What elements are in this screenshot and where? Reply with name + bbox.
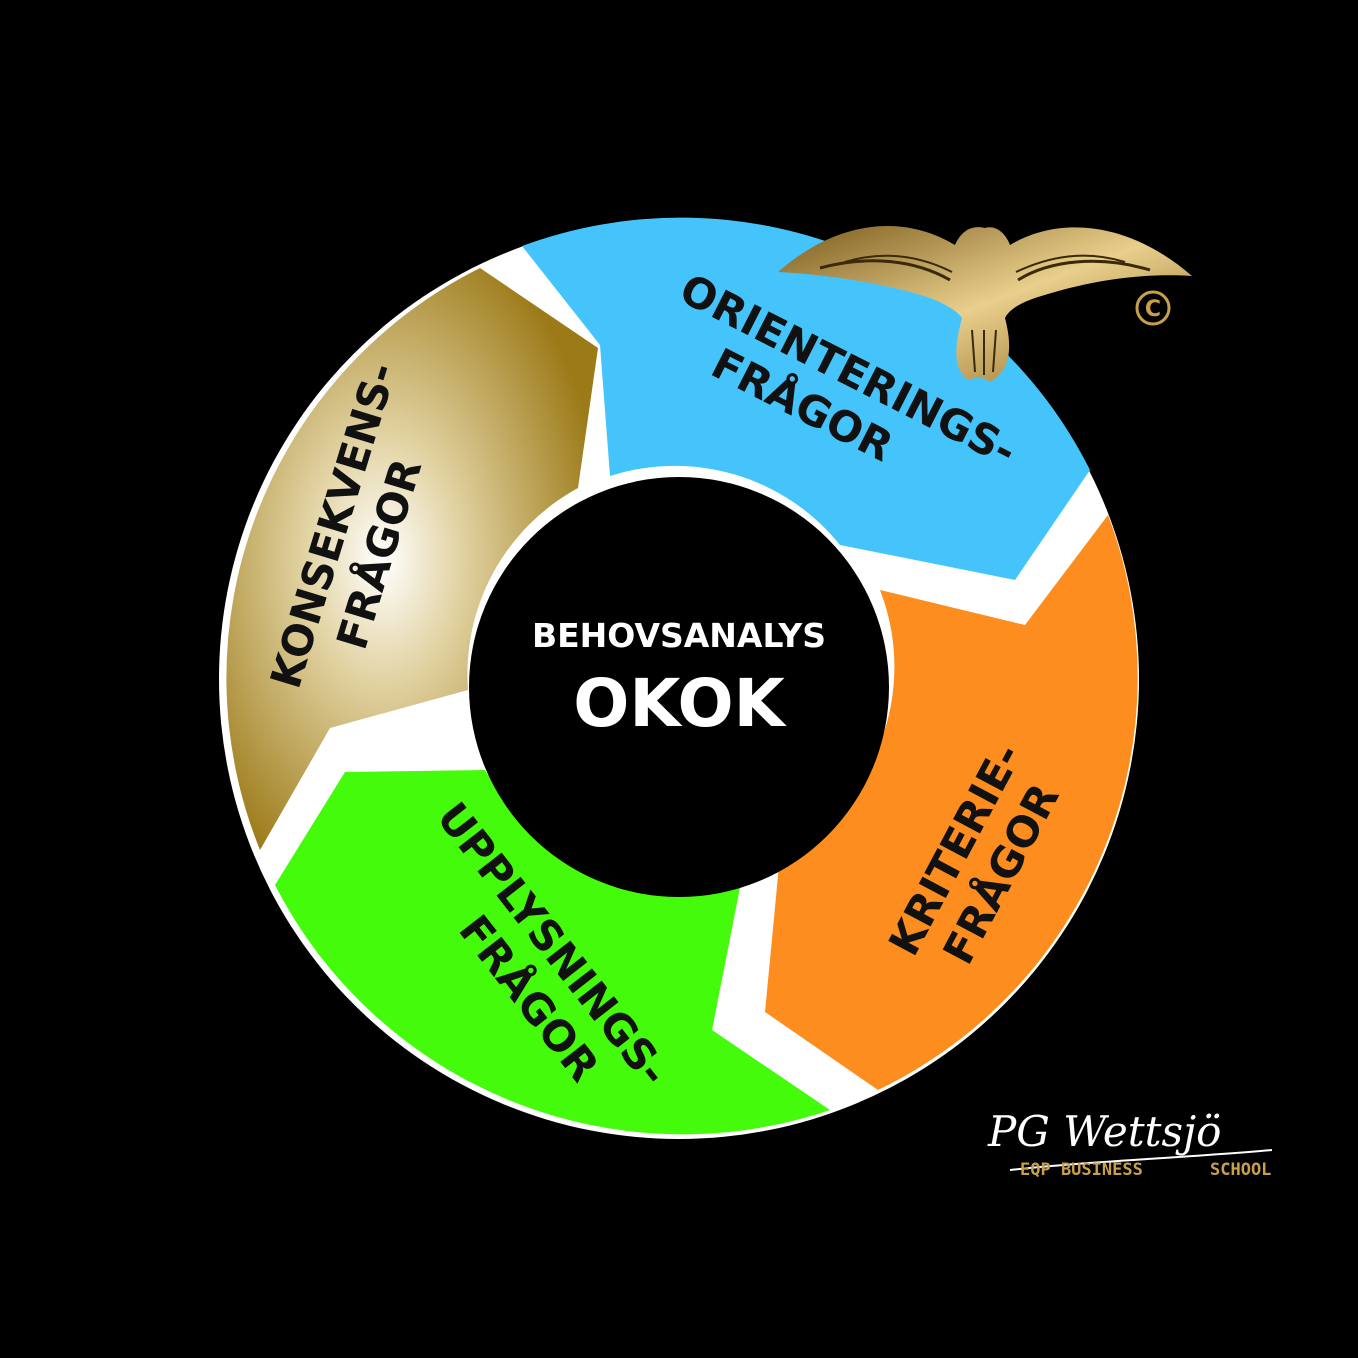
- segment-kriterie: [765, 515, 1138, 1090]
- segment-orientering: [522, 217, 1090, 581]
- logo-school-right: SCHOOL: [1210, 1160, 1271, 1180]
- copyright-icon: C: [1135, 290, 1171, 326]
- eagle-icon: [778, 225, 1192, 382]
- logo-school-left: EQP BUSINESS: [1020, 1160, 1143, 1180]
- segment-upplysning: [275, 770, 830, 1135]
- brand-logo: PG Wettsjö EQP BUSINESS SCHOOL: [987, 1107, 1273, 1180]
- center-subtitle: BEHOVSANALYS: [532, 616, 826, 655]
- segment-konsekvens: [226, 268, 599, 850]
- logo-signature: PG Wettsjö: [987, 1107, 1221, 1156]
- copyright-mark: C: [1145, 297, 1161, 322]
- center-title: OKOK: [573, 665, 787, 742]
- center-circle: [469, 477, 889, 897]
